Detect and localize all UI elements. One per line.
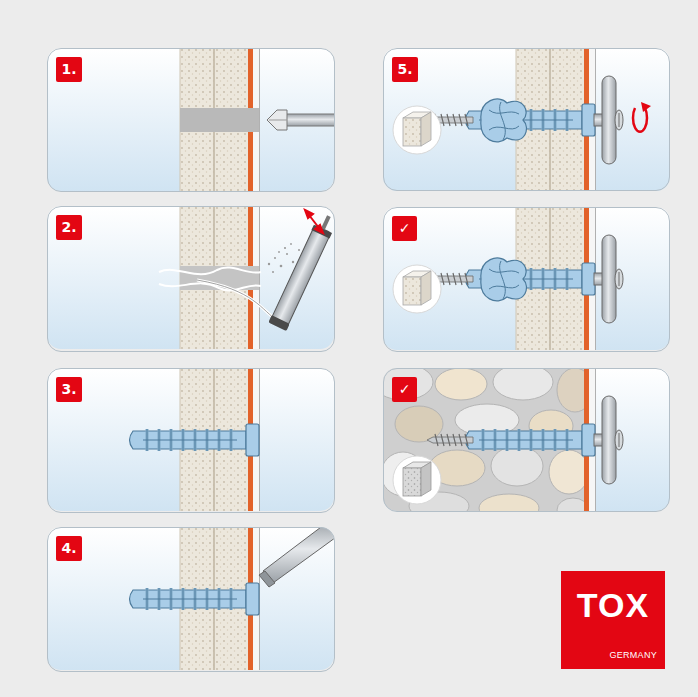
step-badge: 4.	[56, 536, 82, 561]
motion-arrow	[315, 225, 323, 233]
hammer	[259, 571, 275, 587]
material-sample-icon	[393, 106, 441, 154]
step-panel: 2.	[47, 206, 335, 352]
motion-arrow	[305, 210, 313, 218]
stone-wall	[493, 368, 553, 400]
wall-section	[180, 48, 260, 191]
blow-out-pump	[268, 315, 290, 331]
dust-cloud	[280, 265, 283, 268]
step-illustration	[47, 48, 334, 191]
drill-tip	[269, 120, 287, 121]
dust-cloud	[278, 251, 280, 253]
dust-cloud	[274, 257, 276, 259]
step-illustration	[383, 48, 670, 191]
blow-out-pump	[311, 225, 332, 239]
material-sample-icon	[393, 456, 441, 504]
step-panel: 5.	[383, 48, 670, 191]
dust-cloud	[290, 243, 292, 245]
blow-out-pump	[321, 215, 331, 229]
step-badge: ✓	[392, 377, 417, 402]
step-badge: 5.	[392, 57, 418, 82]
rotation-arrow	[641, 102, 651, 112]
blow-out-pump	[271, 225, 331, 327]
step-panel: 1.	[47, 48, 335, 192]
stone-wall	[435, 368, 487, 400]
pipe-clamp	[594, 235, 623, 323]
rotation-arrow	[633, 108, 647, 132]
step-badge: 2.	[56, 215, 82, 240]
brand-logo: TOX GERMANY	[561, 571, 665, 669]
wall-plug	[130, 583, 260, 615]
drill-tip	[267, 110, 287, 130]
step-badge: 3.	[56, 377, 82, 402]
dust-cloud	[286, 253, 288, 255]
hammer	[263, 527, 334, 583]
step-illustration	[383, 368, 670, 511]
pipe-clamp	[594, 396, 623, 484]
brand-country: GERMANY	[609, 650, 657, 661]
step-illustration	[47, 206, 334, 349]
wall-plug	[466, 424, 596, 456]
dust-cloud	[272, 271, 274, 273]
wall-plug	[130, 424, 260, 456]
blow-out-pump	[268, 212, 334, 331]
step-panel: 4.	[47, 527, 335, 672]
stone-wall	[491, 446, 543, 486]
expanded-knot	[481, 258, 527, 301]
dust-cloud	[268, 263, 270, 265]
step-illustration	[47, 527, 334, 670]
step-illustration	[383, 207, 670, 350]
brand-name: TOX	[561, 585, 665, 625]
hammer	[259, 527, 334, 587]
motion-arrow	[305, 210, 323, 233]
dust-cloud	[292, 261, 294, 263]
blow-out-nozzle	[197, 280, 279, 322]
step-panel: ✓	[383, 368, 670, 512]
step-illustration	[47, 368, 334, 511]
stone-wall	[549, 450, 589, 494]
pipe-clamp	[594, 76, 623, 164]
drill-shaft	[285, 114, 334, 126]
rotation-arrow	[633, 102, 651, 132]
dust-stream	[159, 267, 261, 290]
stone-wall	[479, 494, 539, 511]
material-sample-icon	[393, 265, 441, 313]
step-panel: ✓	[383, 207, 670, 352]
step-panel: 3.	[47, 368, 335, 513]
blow-out-nozzle	[197, 280, 279, 322]
expanded-knot	[481, 99, 527, 142]
step-badge: ✓	[392, 216, 417, 241]
drill-hole	[180, 108, 259, 132]
dust-cloud	[298, 249, 300, 251]
step-badge: 1.	[56, 57, 82, 82]
wall-section	[180, 206, 260, 349]
dust-cloud	[284, 247, 286, 249]
screw	[427, 434, 473, 446]
